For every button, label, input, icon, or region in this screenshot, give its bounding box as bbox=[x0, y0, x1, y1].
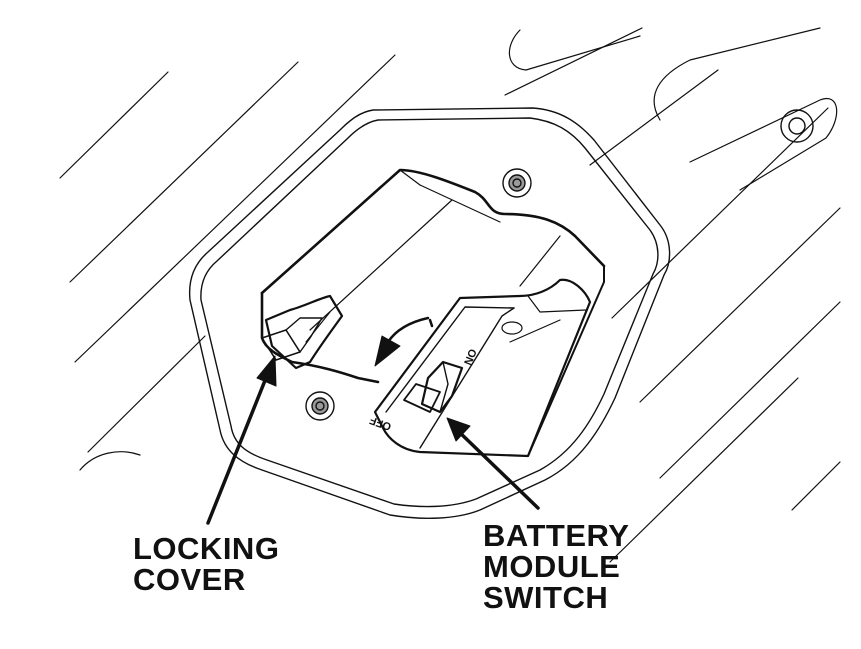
leader-arrow-locking-cover bbox=[206, 355, 277, 525]
callout-line: COVER bbox=[133, 562, 246, 597]
upper-bolt-icon bbox=[502, 168, 532, 198]
leader-arrow-battery-switch bbox=[446, 417, 540, 510]
switch-lever-icon bbox=[403, 360, 464, 414]
callout-line: SWITCH bbox=[483, 580, 609, 615]
switch-on-marking: ON bbox=[461, 347, 478, 367]
access-plate-inner bbox=[200, 117, 659, 508]
battery-module-switch-housing bbox=[373, 278, 592, 458]
locking-cover bbox=[261, 294, 344, 370]
access-plate-outer bbox=[188, 107, 671, 519]
switch-off-marking: OFF bbox=[368, 414, 393, 433]
lower-bolt-icon bbox=[305, 391, 335, 421]
locking-cover-callout: LOCKING COVER bbox=[133, 533, 279, 595]
rotation-arrow-icon bbox=[374, 316, 434, 367]
callout-line: MODULE bbox=[483, 549, 621, 584]
callout-line: BATTERY bbox=[483, 518, 630, 553]
background-panel-lines bbox=[59, 27, 841, 563]
side-bolt-icon bbox=[780, 109, 814, 143]
switch-cavity bbox=[260, 168, 606, 457]
panel-outlines bbox=[79, 27, 838, 471]
cavity-floor-lines bbox=[309, 169, 561, 331]
callout-line: LOCKING bbox=[133, 531, 280, 566]
battery-module-switch-callout: BATTERY MODULE SWITCH bbox=[483, 520, 629, 613]
